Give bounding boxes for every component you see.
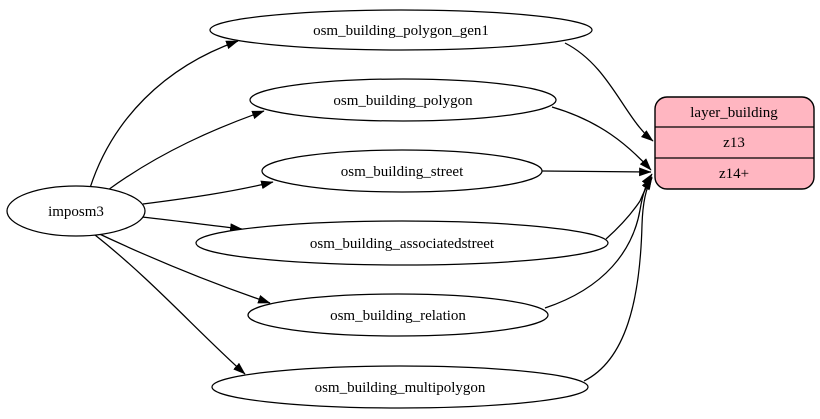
node-osm-building-street: osm_building_street: [261, 149, 543, 193]
osm-building-polygon-gen1-label: osm_building_polygon_gen1: [313, 23, 489, 39]
layer-building-title: layer_building: [690, 105, 778, 121]
osm-building-street-ellipse: [261, 149, 543, 193]
edge-group: [89, 40, 654, 382]
osm-building-polygon-gen1-ellipse: [209, 9, 593, 51]
edge-imposm3-to-osm-building-polygon-gen1: [89, 40, 239, 189]
osm-building-multipolygon-label: osm_building_multipolygon: [315, 380, 486, 396]
node-imposm3: imposm3: [6, 185, 146, 237]
imposm3-label: imposm3: [48, 204, 104, 220]
node-osm-building-polygon-gen1: osm_building_polygon_gen1: [209, 9, 593, 51]
edge-imposm3-to-osm-building-associatedstreet: [141, 216, 243, 232]
osm-building-polygon-label: osm_building_polygon: [333, 93, 473, 109]
osm-building-polygon-ellipse: [249, 78, 557, 122]
node-osm-building-associatedstreet: osm_building_associatedstreet: [195, 220, 609, 266]
edge-imposm3-to-osm-building-polygon: [107, 110, 265, 191]
node-osm-building-multipolygon: osm_building_multipolygon: [211, 365, 589, 409]
osm-building-relation-label: osm_building_relation: [330, 308, 466, 324]
edge-osm-building-street-to-layer-z14: [541, 167, 652, 177]
layer-building-box: [654, 96, 815, 190]
edge-osm-building-polygon-to-layer-z14: [551, 106, 652, 171]
layer-building-row-z13: z13: [723, 135, 745, 151]
edge-osm-building-multipolygon-to-layer-z14: [583, 177, 653, 382]
layer-building-row-z14: z14+: [719, 166, 749, 182]
node-layer-building: layer_building z13 z14+: [654, 96, 815, 190]
edge-osm-building-associatedstreet-to-layer-z14: [605, 176, 653, 240]
osm-building-street-label: osm_building_street: [341, 164, 464, 180]
osm-building-multipolygon-ellipse: [211, 365, 589, 409]
osm-building-associatedstreet-ellipse: [195, 220, 609, 266]
osm-building-associatedstreet-label: osm_building_associatedstreet: [310, 236, 495, 252]
edge-imposm3-to-osm-building-street: [142, 180, 274, 205]
imposm3-ellipse: [6, 185, 146, 237]
osm-building-relation-ellipse: [247, 293, 549, 337]
edge-osm-building-polygon-gen1-to-layer-z13: [564, 42, 654, 142]
node-osm-building-polygon: osm_building_polygon: [249, 78, 557, 122]
node-osm-building-relation: osm_building_relation: [247, 293, 549, 337]
edge-imposm3-to-osm-building-relation: [90, 229, 271, 304]
edge-imposm3-to-osm-building-multipolygon: [94, 234, 246, 375]
